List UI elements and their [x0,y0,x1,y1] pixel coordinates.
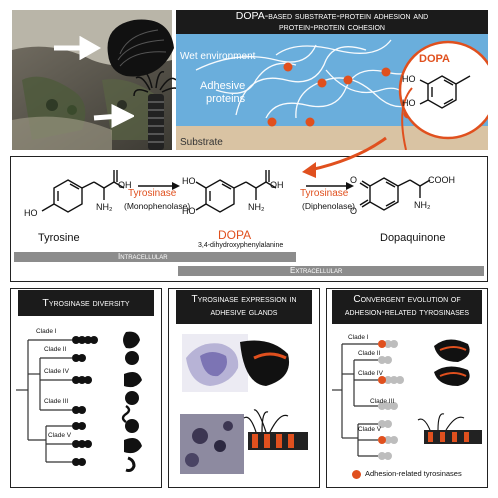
dopa-ho-top: HO [182,176,196,186]
tree-convergent [332,339,482,460]
intracellular-bar-label: Intracellular [118,252,168,261]
dopa-ho-bottom: HO [182,206,196,216]
dopaquinone-o-top: O [350,175,358,185]
dopa-ho-1: HO [402,74,416,84]
tyrosine-nh2: NH₂ [96,202,113,212]
arrow-icon [93,104,134,128]
panel-tyrosinase-diversity [10,288,162,488]
dopa-label: DOPA [218,228,252,242]
curved-arrow-icon [302,136,387,178]
legend-label: Adhesion-related tyrosinases [365,469,462,478]
clade-label: Clade III [44,398,69,405]
tree-diversity [16,331,142,472]
panel3-title-line2: adhesion-related tyrosinases [344,307,470,318]
substrate-label: Substrate [180,137,223,148]
reaction-panel [10,156,488,282]
clade-label: Clade IV [358,370,383,377]
clade-label: Clade II [44,346,67,353]
tyrosinase-1-label: Tyrosinase [128,188,177,199]
dopaquinone-nh2: NH₂ [414,200,431,210]
panel-tyrosinase-expression [168,288,320,488]
panel-convergent-evolution [326,288,488,488]
panel2-title-line2: adhesive glands [210,307,278,318]
dopaquinone-o-bottom: O [350,206,358,216]
dopa-ho-2: HO [402,98,416,108]
tubeworm-icon [133,71,181,150]
monophenolase-label: (Monophenolase) [124,201,191,211]
legend-dot-icon [352,470,361,479]
dopa-inset-label: DOPA [419,53,450,65]
tyrosine-label: Tyrosine [38,232,80,244]
clade-label: Clade I [348,334,369,341]
dopaquinone-label: Dopaquinone [380,232,446,244]
dopa-oh: OH [270,180,284,190]
banner-title-line1: DOPA-based substrate-protein adhesion an… [235,10,429,22]
panel2-title-line1: Tyrosinase expression in [191,294,297,305]
panel3-header [332,290,482,324]
extracellular-bar-label: Extracellular [290,266,343,275]
panel1-header [18,290,154,316]
tyrosine-ho: HO [24,208,38,218]
clade-label: Clade V [358,426,382,433]
tyrosine-oh: OH [118,180,132,190]
dopa-nh2: NH₂ [248,202,265,212]
gland-images [180,334,308,474]
tyrosinase-2-label: Tyrosinase [300,188,349,199]
clade-label: Clade II [358,350,381,357]
clade-label: Clade III [370,398,395,405]
panel1-title: Tyrosinase diversity [42,297,130,309]
wet-environment-label: Wet environment [180,51,256,62]
dopaquinone-cooh: COOH [428,175,455,185]
arrow-icon [54,36,102,60]
adhesive-proteins-label-1: Adhesive [200,80,246,92]
diphenolase-label: (Diphenolase) [302,201,355,211]
adhesive-proteins-label-2: proteins [206,93,246,105]
clade-label: Clade IV [44,368,69,375]
reaction-structures [14,170,484,276]
banner-title-line2: protein-protein cohesion [279,21,385,33]
clade-label: Clade I [36,328,57,335]
dopa-fullname-label: 3,4-dihydroxyphenylalanine [198,242,284,249]
panel3-title-line1: Convergent evolution of [353,294,461,305]
clade-label: Clade V [48,432,72,439]
panel2-header [176,290,312,324]
mussel-icon [107,19,174,77]
adhesion-scheme-panel [176,10,488,150]
